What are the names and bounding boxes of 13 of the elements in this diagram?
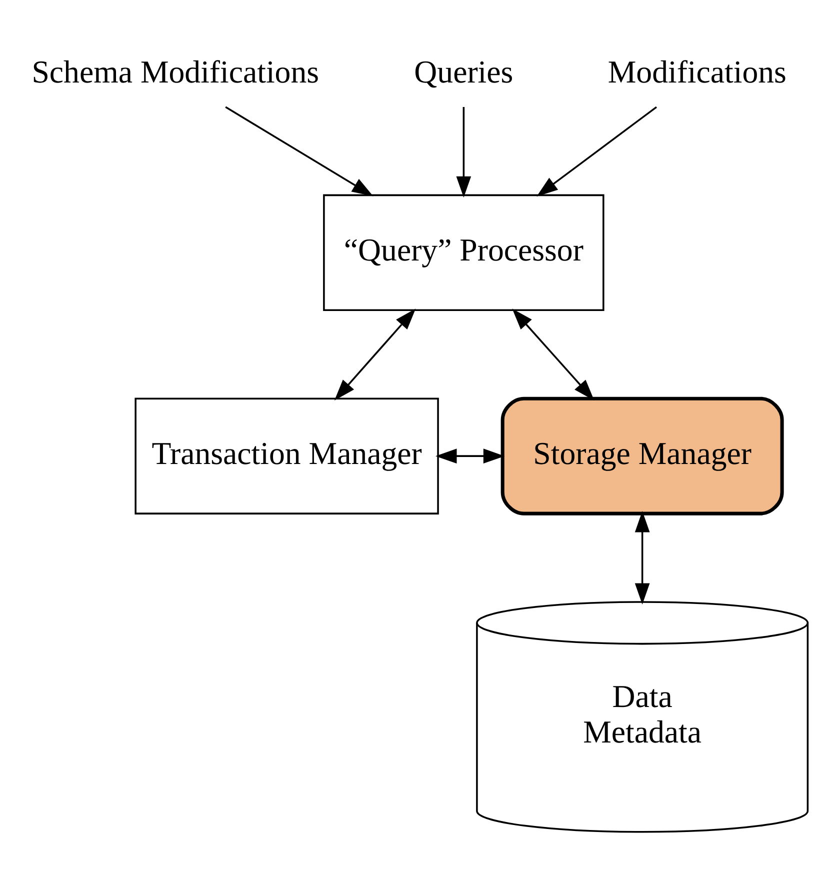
node-text: Schema Modifications — [32, 54, 320, 90]
arrow — [634, 511, 650, 604]
node-box: Storage Manager — [500, 396, 784, 516]
node-text: Modifications — [608, 54, 786, 90]
node-box: “Query” Processor — [323, 194, 604, 312]
arrow — [536, 106, 658, 196]
node-text: Queries — [414, 54, 514, 90]
arrow — [334, 308, 416, 401]
arrow — [512, 308, 594, 401]
arrow — [456, 107, 472, 198]
node-box: Transaction Manager — [134, 398, 439, 514]
arrow — [436, 448, 505, 464]
arrow — [225, 106, 374, 196]
